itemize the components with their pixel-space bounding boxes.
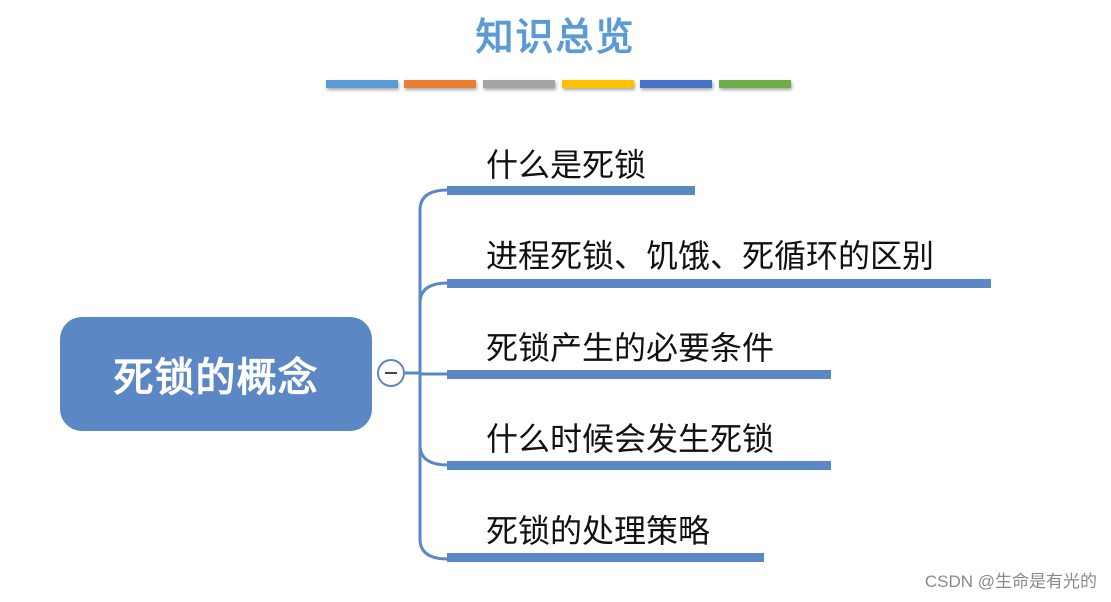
collapse-toggle-button[interactable]	[377, 359, 405, 387]
branch-underline-5	[447, 553, 764, 562]
color-bar-dark-blue	[640, 80, 712, 88]
root-node-label: 死锁的概念	[113, 355, 319, 401]
connector-branch-4	[418, 444, 449, 467]
branch-node-handling-strategies[interactable]: 死锁的处理策略	[486, 512, 711, 550]
minus-icon	[385, 371, 397, 374]
branch-node-necessary-conditions[interactable]: 死锁产生的必要条件	[486, 329, 775, 367]
branch-underline-3	[447, 370, 831, 379]
color-bar-blue	[326, 80, 398, 88]
page-title: 知识总览	[475, 14, 636, 59]
branch-node-deadlock-starvation-loop[interactable]: 进程死锁、饥饿、死循环的区别	[486, 237, 935, 275]
connector-branch-2	[418, 281, 449, 304]
watermark: CSDN @生命是有光的	[924, 572, 1097, 591]
color-bar-green	[719, 80, 791, 88]
root-node[interactable]: 死锁的概念	[60, 317, 372, 431]
branch-underline-2	[447, 279, 991, 288]
color-bar-gray	[483, 80, 555, 88]
color-bar-orange	[404, 80, 476, 88]
branch-node-what-is-deadlock[interactable]: 什么是死锁	[486, 146, 647, 184]
color-bar-yellow	[562, 80, 634, 88]
branch-underline-1	[447, 186, 695, 195]
branch-underline-4	[447, 461, 831, 470]
branch-node-when-deadlock-occurs[interactable]: 什么时候会发生死锁	[486, 420, 775, 458]
